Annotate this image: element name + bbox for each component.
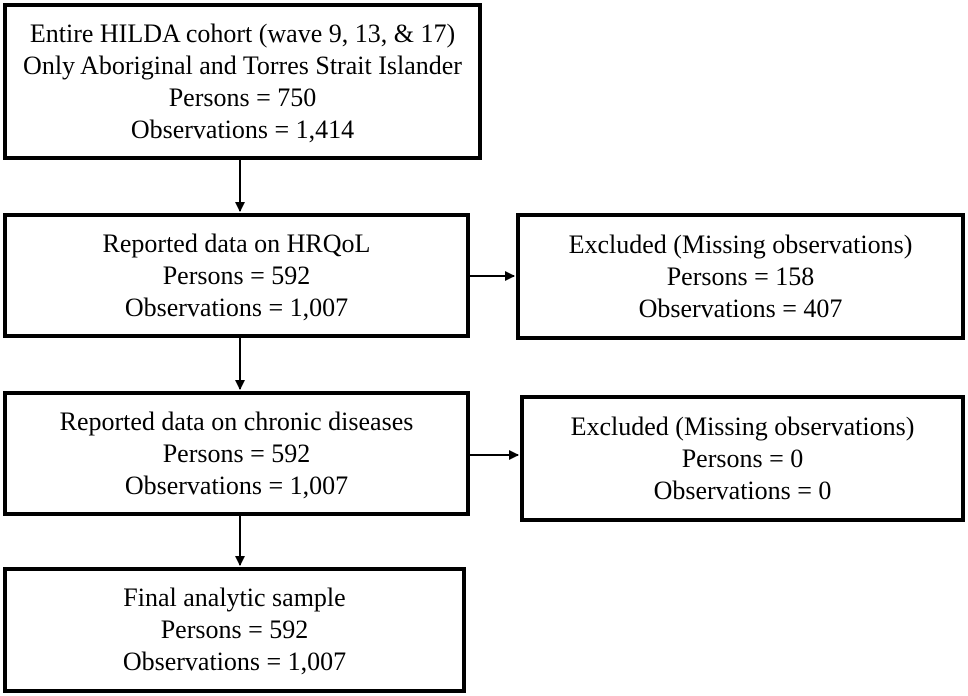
excluded-chronic-observations: Observations = 0 <box>653 475 832 505</box>
cohort-persons: Persons = 750 <box>168 82 317 112</box>
hrqol-title: Reported data on HRQoL <box>102 228 371 258</box>
excluded-hrqol-box: Excluded (Missing observations) Persons … <box>516 213 965 340</box>
excluded-hrqol-observations: Observations = 407 <box>638 293 843 323</box>
cohort-subtitle: Only Aboriginal and Torres Strait Island… <box>23 50 462 80</box>
final-persons: Persons = 592 <box>160 615 309 644</box>
chronic-persons: Persons = 592 <box>162 438 311 468</box>
hrqol-observations: Observations = 1,007 <box>124 292 349 322</box>
excluded-chronic-title: Excluded (Missing observations) <box>570 411 915 441</box>
excluded-hrqol-title: Excluded (Missing observations) <box>568 229 913 259</box>
chronic-title: Reported data on chronic diseases <box>59 406 414 436</box>
chronic-observations: Observations = 1,007 <box>124 470 349 500</box>
cohort-box: Entire HILDA cohort (wave 9, 13, & 17) O… <box>3 3 482 160</box>
excluded-chronic-box: Excluded (Missing observations) Persons … <box>520 395 965 522</box>
cohort-observations: Observations = 1,414 <box>130 114 355 144</box>
hrqol-box: Reported data on HRQoL Persons = 592 Obs… <box>3 213 470 338</box>
excluded-hrqol-persons: Persons = 158 <box>666 261 815 291</box>
chronic-box: Reported data on chronic diseases Person… <box>3 391 470 516</box>
final-sample-box: Final analytic sample Persons = 592 Obse… <box>3 567 466 693</box>
excluded-chronic-persons: Persons = 0 <box>681 443 804 473</box>
final-observations: Observations = 1,007 <box>122 647 347 676</box>
final-title: Final analytic sample <box>123 583 346 612</box>
hrqol-persons: Persons = 592 <box>162 260 311 290</box>
cohort-title: Entire HILDA cohort (wave 9, 13, & 17) <box>29 18 456 48</box>
